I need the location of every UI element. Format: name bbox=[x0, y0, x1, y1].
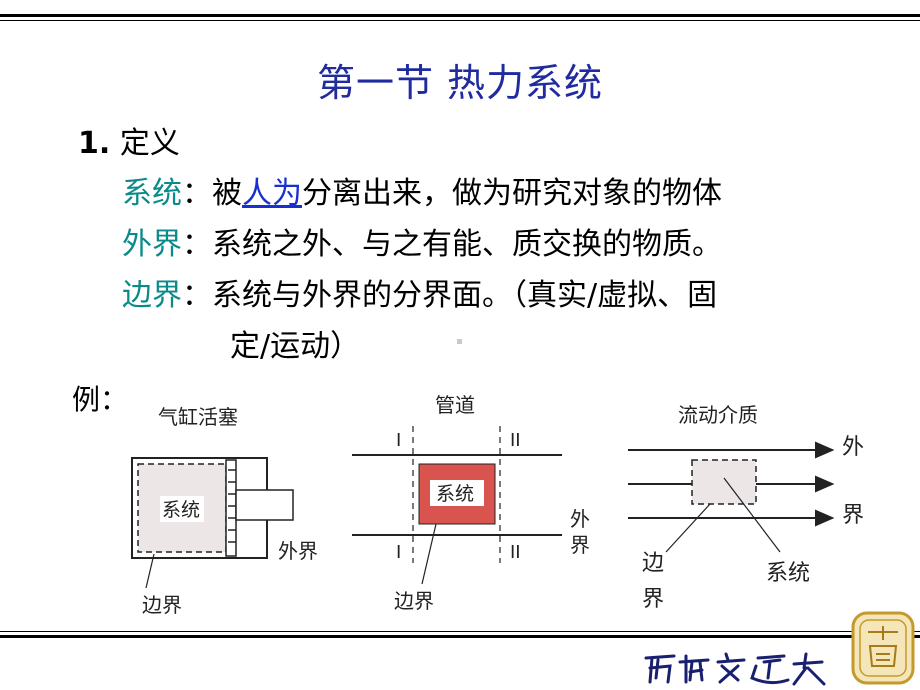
flow-boundary-label-2: 界 bbox=[642, 587, 664, 612]
flow-arrowhead-3 bbox=[815, 509, 835, 527]
flow-arrowhead-1 bbox=[815, 441, 835, 459]
definition-text: 系统之外、与之有能、质交换的物质。 bbox=[212, 227, 722, 262]
flow-system-region bbox=[691, 459, 757, 505]
flow-system-label: 系统 bbox=[766, 561, 810, 586]
university-seal-icon bbox=[851, 611, 915, 685]
flow-diagram: 流动介质 外 界 边 界 系统 bbox=[628, 403, 864, 612]
top-rule-thick bbox=[0, 14, 920, 17]
pipe-surroundings-label-1: 外 bbox=[570, 507, 590, 531]
pipe-title: 管道 bbox=[435, 393, 475, 417]
pipe-diagram: 管道 I II I II 系统 外 界 边界 bbox=[352, 393, 590, 613]
university-calligraphy-logo bbox=[644, 652, 826, 686]
pipe-boundary-leader bbox=[421, 523, 437, 585]
flow-surroundings-label-1: 外 bbox=[842, 435, 864, 460]
piston-title: 气缸活塞 bbox=[158, 405, 238, 429]
piston-boundary-label: 边界 bbox=[142, 593, 182, 617]
example-label: 例： bbox=[72, 383, 129, 416]
definition-boundary: 边界：系统与外界的分界面。（真实/虚拟、固 bbox=[122, 278, 717, 314]
system-label-bg bbox=[160, 496, 204, 522]
flow-system-leader bbox=[723, 477, 781, 553]
term-separator: ： bbox=[182, 227, 212, 262]
definition-text: 分离出来，做为研究对象的物体 bbox=[302, 176, 722, 211]
slide-title: 第一节 热力系统 bbox=[316, 61, 604, 105]
flow-title: 流动介质 bbox=[678, 403, 758, 427]
pipe-system-label: 系统 bbox=[436, 483, 474, 505]
pipe-boundary-label: 边界 bbox=[394, 589, 434, 613]
term-separator: ： bbox=[182, 278, 212, 313]
flow-arrowhead-2 bbox=[815, 475, 835, 493]
piston-system-label: 系统 bbox=[162, 499, 200, 521]
section-heading: 1. 定义 bbox=[78, 126, 180, 162]
definition-boundary-continuation: 定/运动） bbox=[230, 329, 361, 364]
flow-boundary-label-1: 边 bbox=[642, 551, 664, 576]
definition-system: 系统：被人为分离出来，做为研究对象的物体 bbox=[122, 176, 722, 212]
flow-surroundings-label-2: 界 bbox=[842, 503, 864, 528]
bottom-rule-thick bbox=[0, 635, 920, 638]
definition-text: 系统与外界的分界面。（真实/虚拟、固 bbox=[212, 278, 718, 313]
piston-rod bbox=[235, 489, 294, 521]
flow-boundary-leader bbox=[665, 503, 711, 553]
term-separator: ： bbox=[182, 176, 212, 211]
pipe-surroundings-label-2: 界 bbox=[570, 533, 590, 557]
term-system: 系统 bbox=[122, 176, 182, 211]
section-label-2-top: II bbox=[510, 430, 521, 451]
section-label-2-bottom: II bbox=[510, 542, 521, 563]
term-boundary: 边界 bbox=[122, 278, 182, 313]
piston-surroundings-label: 外界 bbox=[278, 539, 318, 563]
piston-diagram: 气缸活塞 系统 外界 边界 bbox=[131, 405, 318, 617]
term-surroundings: 外界 bbox=[122, 227, 182, 262]
section-heading-text: 定义 bbox=[119, 126, 180, 161]
boundary-leader bbox=[145, 553, 155, 589]
bottom-rule-thin bbox=[0, 631, 920, 632]
definition-surroundings: 外界：系统之外、与之有能、质交换的物质。 bbox=[122, 227, 722, 263]
section-label-1-bottom: I bbox=[396, 542, 401, 563]
link-artificial[interactable]: 人为 bbox=[242, 176, 302, 211]
decorative-dot bbox=[457, 339, 462, 344]
section-number: 1. bbox=[78, 126, 111, 161]
top-rule-thin bbox=[0, 20, 920, 21]
pipe-system-label-bg bbox=[430, 480, 484, 506]
definition-text: 被 bbox=[212, 176, 242, 211]
section-label-1-top: I bbox=[396, 430, 401, 451]
